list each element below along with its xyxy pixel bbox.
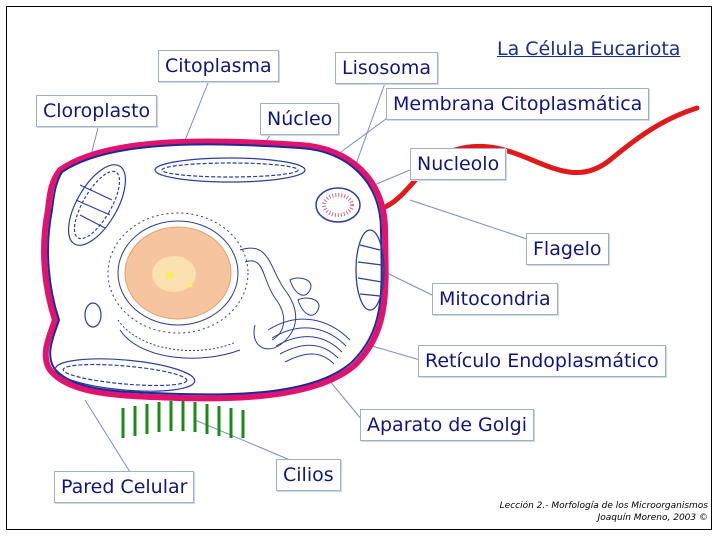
credit: Lección 2.- Morfología de los Microorgan…	[500, 500, 708, 524]
nucleolus	[152, 256, 196, 292]
credit-line-1: Lección 2.- Morfología de los Microorgan…	[499, 501, 708, 511]
label-nucleolo: Nucleolo	[410, 148, 507, 180]
label-golgi: Aparato de Golgi	[360, 409, 535, 441]
mitochondria	[355, 229, 385, 311]
nucleus	[107, 212, 249, 334]
label-pared: Pared Celular	[54, 471, 195, 503]
label-membrana: Membrana Citoplasmática	[386, 88, 650, 120]
cilia	[121, 401, 245, 438]
page-title: La Célula Eucariota	[497, 38, 681, 60]
label-lisosoma: Lisosoma	[335, 52, 439, 84]
label-cloroplasto: Cloroplasto	[36, 95, 158, 127]
pointer-flagelo	[409, 199, 531, 241]
label-reticulo: Retículo Endoplasmático	[418, 345, 666, 377]
label-nucleo: Núcleo	[260, 103, 340, 135]
label-citoplasma: Citoplasma	[158, 50, 279, 82]
golgi-apparatus	[267, 277, 351, 365]
label-cilios: Cilios	[276, 459, 341, 491]
label-mitocondria: Mitocondria	[432, 283, 558, 315]
pointer-pared	[84, 399, 131, 473]
endoplasmic-reticulum	[117, 247, 297, 359]
chloroplasts	[54, 157, 306, 392]
lysosome	[315, 187, 361, 223]
pointer-mitocondria	[384, 271, 433, 296]
pointer-cilios	[194, 419, 291, 461]
cell-membrane	[47, 143, 383, 396]
label-flagelo: Flagelo	[526, 233, 609, 265]
credit-line-2: Joaquín Moreno, 2003 ©	[597, 513, 708, 523]
slide-frame	[6, 6, 712, 530]
